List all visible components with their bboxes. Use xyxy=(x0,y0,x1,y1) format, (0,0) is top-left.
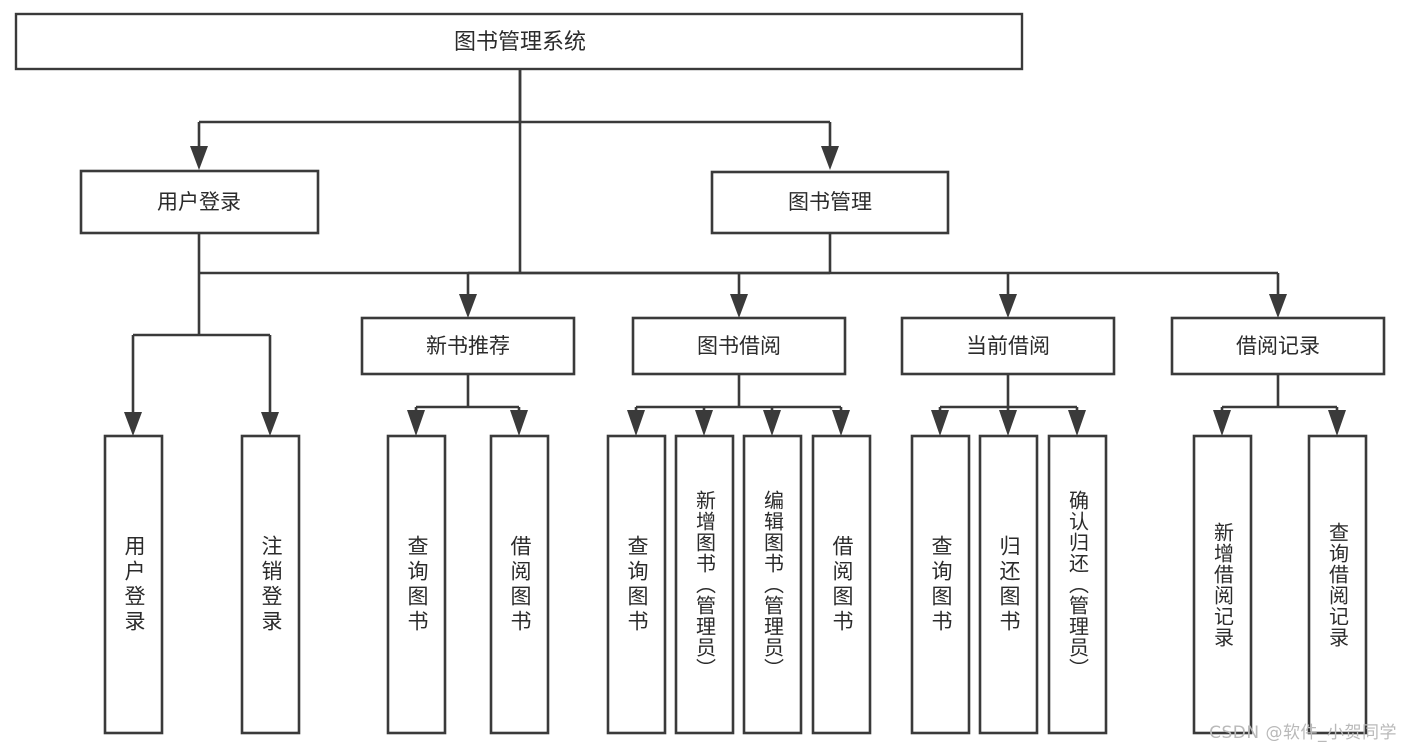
arrow-to-new-book xyxy=(459,294,477,318)
arrow-cb-leaf-2 xyxy=(999,410,1017,436)
arrow-br-leaf-1 xyxy=(1213,410,1231,436)
arrow-bb-leaf-1 xyxy=(627,410,645,436)
node-leaf-cb-confirm-box[interactable] xyxy=(1047,434,1108,735)
node-book-manage-box[interactable] xyxy=(710,170,950,235)
arrow-to-user-login xyxy=(190,146,208,170)
arrow-to-book-borrow xyxy=(730,294,748,318)
node-leaf-cb-return-box[interactable] xyxy=(978,434,1039,735)
arrow-newbook-leaf-2 xyxy=(510,410,528,436)
arrow-to-leaf-user-login xyxy=(124,412,142,436)
arrow-bb-leaf-2 xyxy=(695,410,713,436)
node-leaf-bb-borrow-box[interactable] xyxy=(811,434,872,735)
node-root-label: 图书管理系统 xyxy=(454,30,586,55)
arrow-to-leaf-logout xyxy=(261,412,279,436)
node-layer: 图书管理系统 用户登录 图书管理 新书推荐 图书借阅 当前借阅 借阅记录 xyxy=(14,12,1386,735)
node-book-borrow-box[interactable] xyxy=(631,316,847,376)
arrow-to-book-manage xyxy=(821,146,839,170)
node-leaf-bb-edit-box[interactable] xyxy=(742,434,803,735)
arrow-bb-leaf-4 xyxy=(832,410,850,436)
node-book-manage-label: 图书管理 xyxy=(788,190,872,214)
node-book-borrow-label: 图书借阅 xyxy=(697,334,781,358)
node-leaf-nb-query-box[interactable] xyxy=(386,434,447,735)
node-leaf-br-query-box[interactable] xyxy=(1307,434,1368,735)
node-user-login-label: 用户登录 xyxy=(157,190,241,214)
node-borrow-record-label: 借阅记录 xyxy=(1236,334,1320,358)
arrow-bb-leaf-3 xyxy=(763,410,781,436)
node-new-book-label: 新书推荐 xyxy=(426,334,510,358)
node-leaf-bb-query-box[interactable] xyxy=(606,434,667,735)
node-leaf-user-login-box[interactable] xyxy=(103,434,164,735)
node-leaf-logout-box[interactable] xyxy=(240,434,301,735)
connector-layer xyxy=(124,69,1346,436)
node-leaf-cb-query-box[interactable] xyxy=(910,434,971,735)
arrow-br-leaf-2 xyxy=(1328,410,1346,436)
arrow-newbook-leaf-1 xyxy=(407,410,425,436)
node-leaf-nb-borrow-box[interactable] xyxy=(489,434,550,735)
arrow-to-current-borrow xyxy=(999,294,1017,318)
node-new-book-box[interactable] xyxy=(360,316,576,376)
node-leaf-bb-add-box[interactable] xyxy=(674,434,735,735)
node-user-login-box[interactable] xyxy=(79,169,320,235)
watermark-text: CSDN @软件_小贺同学 xyxy=(1209,723,1397,743)
arrow-cb-leaf-1 xyxy=(931,410,949,436)
node-current-borrow-label: 当前借阅 xyxy=(966,334,1050,358)
arrow-to-borrow-record xyxy=(1269,294,1287,318)
node-borrow-record-box[interactable] xyxy=(1170,316,1386,376)
arrow-cb-leaf-3 xyxy=(1068,410,1086,436)
node-current-borrow-box[interactable] xyxy=(900,316,1116,376)
node-root-box[interactable] xyxy=(14,12,1024,71)
node-leaf-br-add-box[interactable] xyxy=(1192,434,1253,735)
